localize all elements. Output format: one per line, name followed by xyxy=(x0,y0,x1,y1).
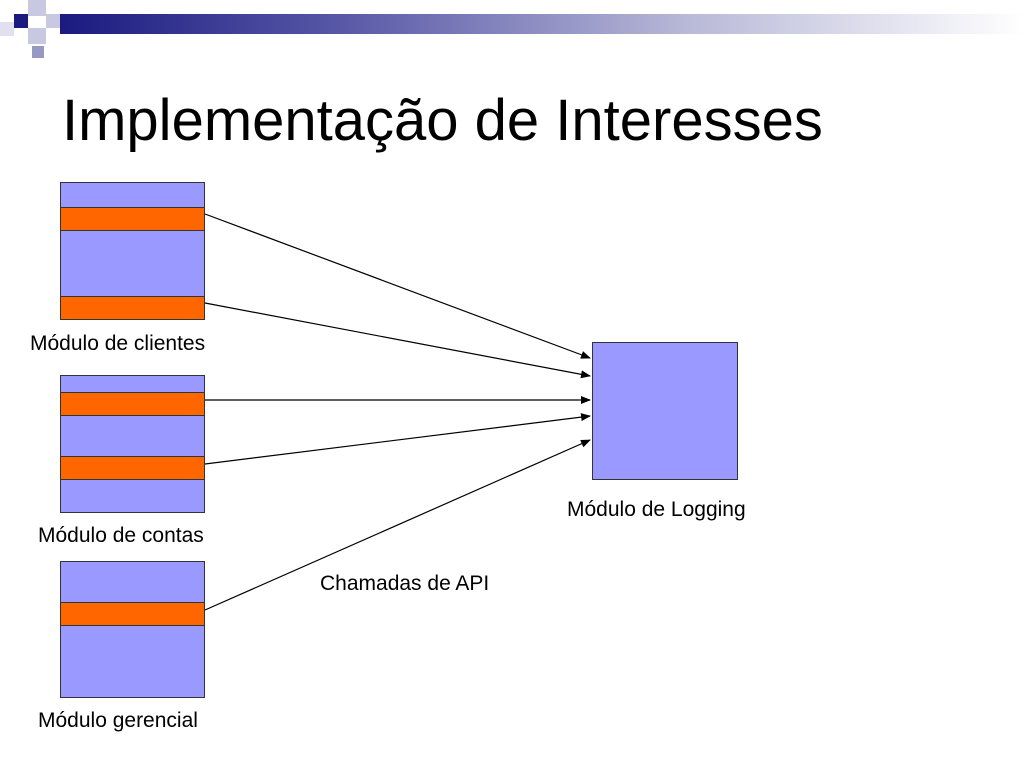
concern-band xyxy=(61,207,204,231)
arrow-line xyxy=(204,302,591,379)
module-contas-box xyxy=(60,375,205,513)
header-square-pale xyxy=(0,22,14,36)
concern-band xyxy=(61,456,204,480)
module-contas-label: Módulo de contas xyxy=(38,524,204,547)
module-gerencial-label: Módulo gerencial xyxy=(38,709,198,732)
header-gradient-bar xyxy=(60,14,1024,34)
header-square-light xyxy=(28,28,46,44)
header-square-medium xyxy=(32,46,44,58)
concern-band xyxy=(61,392,204,416)
header-square-dark xyxy=(14,14,28,28)
api-calls-label: Chamadas de API xyxy=(320,572,490,595)
logging-module-label: Módulo de Logging xyxy=(567,498,746,521)
concern-band xyxy=(61,602,204,626)
arrow-line xyxy=(204,439,591,611)
module-clientes-box xyxy=(60,182,205,320)
header-square-light xyxy=(46,14,60,28)
arrow-line xyxy=(204,213,591,359)
concern-band xyxy=(61,296,204,320)
header-square-light xyxy=(28,0,46,16)
module-gerencial-box xyxy=(60,561,205,698)
arrow-line xyxy=(204,413,591,465)
logging-module-box xyxy=(592,342,738,480)
slide-title: Implementação de Interesses xyxy=(62,88,823,153)
module-clientes-label: Módulo de clientes xyxy=(30,332,206,355)
